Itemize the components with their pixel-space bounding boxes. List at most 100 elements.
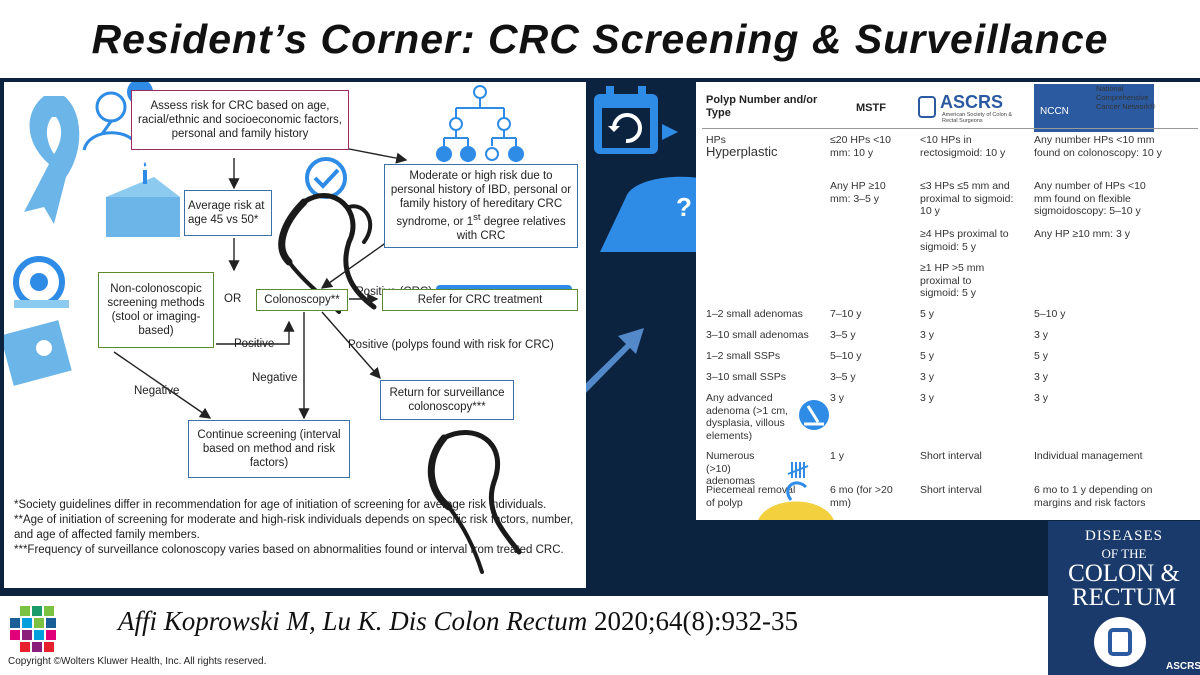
tally-icon	[787, 462, 809, 478]
ascrs-logo-icon	[918, 96, 936, 118]
row4-nccn: 3 y	[1034, 371, 1049, 383]
row-hps-label: HPs	[706, 134, 726, 146]
row6-type: Numerous (>10) adenomas	[706, 450, 756, 487]
hp-row1-ascrs: <10 HPs in rectosigmoid: 10 y	[920, 134, 1006, 159]
row5-ascrs: 3 y	[920, 392, 935, 404]
row1-ascrs: 5 y	[920, 308, 935, 320]
row5-mstf: 3 y	[830, 392, 845, 404]
row7-ascrs: Short interval	[920, 484, 982, 496]
hp-row2-nccn: Any number of HPs <10 mm found on flexib…	[1034, 180, 1146, 217]
surveillance-box: Return for surveillance colonoscopy***	[380, 380, 514, 420]
footnote-3: ***Frequency of surveillance colonoscopy…	[14, 544, 564, 556]
wolters-kluwer-logo	[10, 606, 56, 652]
col-header-type: Polyp Number and/or Type	[706, 94, 818, 119]
row2-nccn: 3 y	[1034, 329, 1049, 341]
family-tree-icon	[443, 85, 517, 146]
hp-row3-ascrs: ≥4 HPs proximal to sigmoid: 5 y	[920, 228, 1009, 253]
copyright: Copyright ©Wolters Kluwer Health, Inc. A…	[8, 656, 267, 667]
colonoscopy-box: Colonoscopy**	[256, 289, 348, 311]
moderate-risk-text-b: degree relatives with CRC	[456, 215, 566, 242]
assess-risk-box: Assess risk for CRC based on age, racial…	[131, 90, 349, 150]
non-colonoscopic-box: Non-colonoscopic screening methods (stoo…	[98, 272, 214, 348]
microscope-icon	[799, 400, 829, 430]
row3-mstf: 5–10 y	[830, 350, 862, 362]
polyp-icon	[758, 481, 834, 520]
row1-nccn: 5–10 y	[1034, 308, 1066, 320]
hp-row1-nccn: Any number HPs <10 mm found on colonosco…	[1034, 134, 1162, 159]
row1-type: 1–2 small adenomas	[706, 308, 803, 320]
hp-row2-mstf: Any HP ≥10 mm: 3–5 y	[830, 180, 886, 205]
row5-type: Any advanced adenoma (>1 cm, dysplasia, …	[706, 392, 789, 442]
footnote-1: *Society guidelines differ in recommenda…	[14, 499, 547, 511]
question-mark: ?	[676, 192, 692, 222]
nccn-logo: NCCN	[1034, 84, 1154, 132]
cake-icon	[106, 162, 180, 237]
ascrs-logo-text: ASCRS	[940, 92, 1004, 112]
journal-line4: RECTUM	[1071, 584, 1177, 611]
family-tree-dots	[436, 146, 524, 162]
moderate-risk-box: Moderate or high risk due to personal hi…	[384, 164, 578, 248]
row7-nccn: 6 mo to 1 y depending on margins and ris…	[1034, 484, 1153, 509]
col-header-mstf: MSTF	[856, 102, 886, 114]
row2-ascrs: 3 y	[920, 329, 935, 341]
moderate-risk-text-a: Moderate or high risk due to personal hi…	[390, 170, 572, 228]
row4-mstf: 3–5 y	[830, 371, 856, 383]
row3-type: 1–2 small SSPs	[706, 350, 781, 362]
average-risk-box: Average risk at age 45 vs 50*	[184, 190, 272, 236]
hp-row1-mstf: ≤20 HPs <10 mm: 10 y	[830, 134, 891, 159]
positive-polyps-label: Positive (polyps found with risk for CRC…	[348, 339, 554, 351]
question-dome-icon	[600, 176, 698, 252]
row3-ascrs: 5 y	[920, 350, 935, 362]
stool-test-icon	[4, 320, 72, 386]
row4-type: 3–10 small SSPs	[706, 371, 786, 383]
journal-line1: DISEASES	[1084, 528, 1163, 544]
citation-authors: Affi Koprowski M, Lu K. Dis Colon Rectum	[118, 606, 588, 636]
page-title: Resident’s Corner: CRC Screening & Surve…	[91, 16, 1109, 62]
negative-left-label: Negative	[134, 385, 180, 397]
negative-mid-label: Negative	[252, 372, 298, 384]
journal-line2: OF THE	[1101, 546, 1147, 561]
ct-scanner-icon	[13, 256, 69, 308]
row2-type: 3–10 small adenomas	[706, 329, 809, 341]
row-hps-big: Hyperplastic	[706, 144, 778, 159]
continue-screening-box: Continue screening (interval based on me…	[188, 420, 350, 478]
row5-nccn: 3 y	[1034, 392, 1049, 404]
journal-ascrs: ASCRS	[1166, 661, 1200, 672]
row6-ascrs: Short interval	[920, 450, 982, 462]
row2-mstf: 3–5 y	[830, 329, 856, 341]
journal-cover: DISEASES OF THE COLON & RECTUM ASCRS	[1048, 521, 1200, 675]
middle-graphics	[586, 86, 698, 393]
row4-ascrs: 3 y	[920, 371, 935, 383]
ribbon-icon	[24, 96, 80, 224]
positive-label: Positive	[234, 338, 275, 350]
citation-volume: 2020;64(8):932-35	[594, 606, 798, 636]
or-label: OR	[224, 293, 242, 305]
moderate-risk-sup: st	[473, 212, 481, 224]
checkmark-icon	[305, 157, 347, 199]
ascrs-logo: ASCRS American Society of Colon & Rectal…	[918, 90, 1028, 128]
calendar-refresh-icon	[594, 86, 678, 154]
table-icons	[758, 400, 834, 520]
ascrs-logo-sub: American Society of Colon & Rectal Surge…	[942, 112, 1013, 124]
flowchart-panel: Assess risk for CRC based on age, racial…	[4, 82, 586, 588]
surveillance-table: Polyp Number and/or Type MSTF ASCRS Amer…	[696, 82, 1200, 520]
journal-logo-circle	[1094, 617, 1146, 667]
footnotes: *Society guidelines differ in recommenda…	[14, 498, 579, 558]
journal-line3: COLON &	[1068, 560, 1180, 587]
endoscope-icon-lower	[427, 430, 522, 574]
row7-mstf: 6 mo (for >20 mm)	[830, 484, 893, 509]
header-rule	[702, 128, 1198, 129]
refer-treatment-box: Refer for CRC treatment	[382, 289, 578, 311]
average-risk-line1: Average risk at	[188, 200, 265, 212]
ascrs-journal-icon	[1108, 628, 1132, 656]
citation: Affi Koprowski M, Lu K. Dis Colon Rectum…	[118, 606, 798, 637]
average-risk-line2: age 45 vs 50*	[188, 214, 259, 226]
row6-mstf: 1 y	[830, 450, 845, 462]
row1-mstf: 7–10 y	[830, 308, 862, 320]
arrow-icon	[586, 328, 644, 393]
hp-row3-nccn: Any HP ≥10 mm: 3 y	[1034, 228, 1131, 240]
row7-type: Piecemeal removal of polyp	[706, 484, 796, 509]
nccn-logo-sub: National Comprehensive Cancer Network®	[1096, 84, 1156, 111]
footnote-2: **Age of initiation of screening for mod…	[14, 514, 574, 541]
hp-row2-ascrs: ≤3 HPs ≤5 mm and proximal to sigmoid: 10…	[920, 180, 1014, 217]
